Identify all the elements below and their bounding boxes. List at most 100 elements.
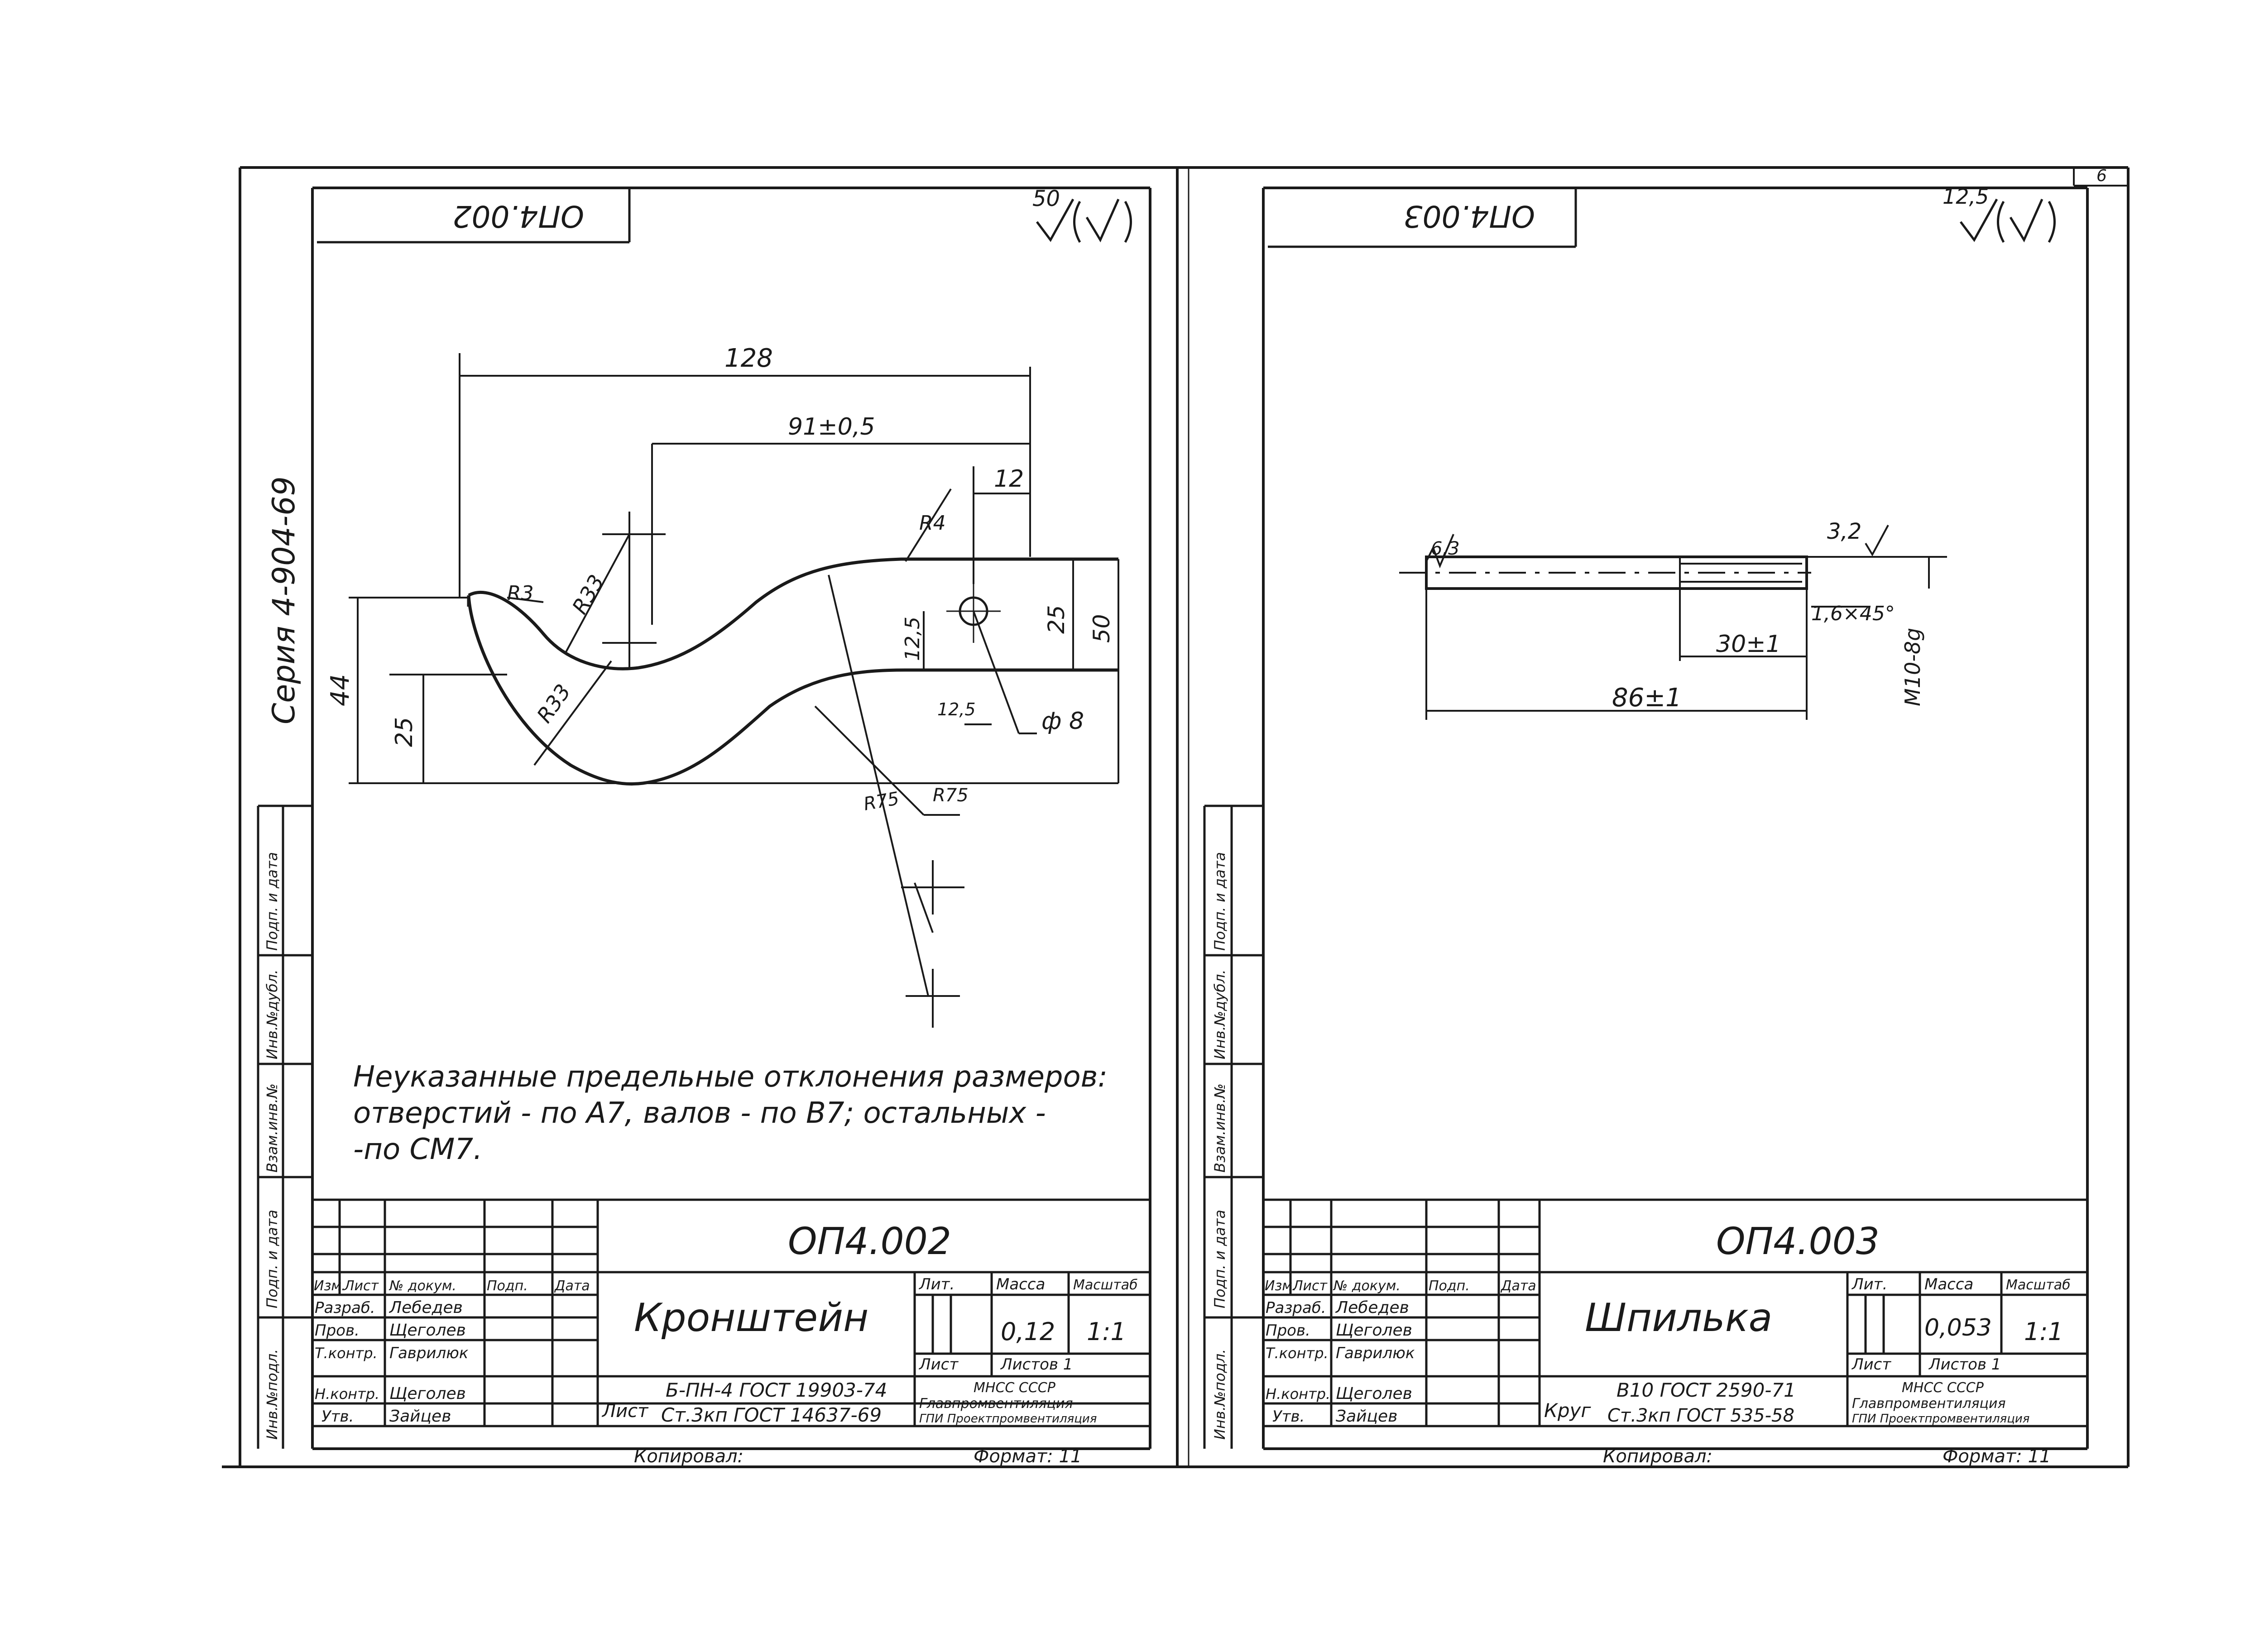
right-tb-name-razrab: Лебедев	[1335, 1298, 1409, 1317]
right-tb-sheet: Лист	[1851, 1355, 1891, 1374]
left-tb-material-line1: Б-ПН-4 ГОСТ 19903-74	[666, 1379, 887, 1401]
left-tb-role-tkontr: Т.контр.	[315, 1345, 378, 1362]
left-inner-frame	[311, 187, 1151, 1450]
tolerance-note-line1: Неуказанные предельные отклонения размер…	[353, 1060, 1108, 1094]
right-format: Формат: 11	[1943, 1446, 2051, 1467]
right-inner-frame	[1262, 187, 2089, 1450]
right-tb-mass: 0,053	[1924, 1314, 1992, 1341]
right-tb-material-prefix: Круг	[1544, 1399, 1591, 1422]
dim-r33-bottom: R33	[532, 680, 576, 727]
dim-r75-b: R75	[933, 785, 969, 806]
right-tb-role-razrab: Разраб.	[1266, 1299, 1326, 1317]
right-code-box	[1268, 188, 1577, 248]
right-tb-name-tkontr: Гаврилюк	[1336, 1344, 1415, 1362]
dim-phi8: ф 8	[1041, 708, 1084, 735]
left-tb-material-line2: Ст.3кп ГОСТ 14637-69	[661, 1404, 882, 1426]
dim-128: 128	[724, 344, 773, 373]
tolerance-note-line3: -по СМ7.	[353, 1133, 482, 1166]
right-tb-org-line3: ГПИ Проектпромвентиляция	[1852, 1412, 2029, 1426]
right-copied: Копировал:	[1603, 1446, 1712, 1467]
dim-r33-top: R33	[567, 570, 609, 618]
right-tb-col-list: Лист	[1292, 1278, 1328, 1294]
dim-91: 91±0,5	[788, 413, 875, 441]
left-tb-col-doc: № докум.	[389, 1278, 456, 1294]
right-tb-role-nkontr: Н.контр.	[1266, 1385, 1330, 1403]
dim-25-right: 25	[1043, 605, 1070, 634]
right-tb-material-line2: Ст.3кп ГОСТ 535-58	[1607, 1405, 1794, 1426]
left-tb-col-izm: Изм.	[314, 1278, 346, 1294]
left-tb-mass-header: Масса	[996, 1275, 1045, 1293]
right-tb-org-line2: Главпромвентиляция	[1852, 1396, 2006, 1412]
right-tb-material-line1: В10 ГОСТ 2590-71	[1616, 1379, 1796, 1401]
right-tb-name-prov: Щеголев	[1336, 1321, 1412, 1340]
left-format: Формат: 11	[974, 1446, 1082, 1467]
dim-r75-a: R75	[862, 788, 901, 815]
left-tb-sheets: Листов 1	[1000, 1355, 1073, 1374]
right-tb-col-doc: № докум.	[1333, 1278, 1401, 1294]
right-rotated-code: ОП4.003	[1403, 199, 1535, 234]
left-tb-sheet: Лист	[918, 1355, 959, 1374]
right-side-stamps	[1203, 804, 1263, 1449]
left-tb-name-nkontr: Щеголев	[389, 1384, 466, 1403]
dim-86: 86±1	[1612, 683, 1682, 713]
left-stamp-3: Взам.инв.№	[264, 1083, 281, 1173]
dim-30: 30±1	[1716, 631, 1781, 658]
left-roughness-icon	[1036, 198, 1132, 243]
outer-frame	[222, 166, 2130, 1468]
sheet-number: 6	[2096, 167, 2107, 185]
left-stamp-4: Инв.№дубл.	[264, 969, 281, 1059]
right-tb-col-date: Дата	[1500, 1278, 1536, 1294]
right-stamp-5: Подп. и дата	[1211, 852, 1228, 951]
right-tb-scale-header: Масштаб	[2006, 1277, 2071, 1293]
right-tb-role-utv: Утв.	[1272, 1408, 1305, 1426]
right-tb-org-line1: МНСС СССР	[1902, 1380, 1984, 1396]
right-roughness-icon	[1960, 198, 2056, 243]
left-tb-code: ОП4.002	[788, 1220, 951, 1263]
right-tb-lit: Лит.	[1851, 1275, 1887, 1293]
right-stamp-3: Взам.инв.№	[1211, 1083, 1228, 1173]
right-tb-name-nkontr: Щеголев	[1336, 1384, 1412, 1403]
left-tb-title: Кронштейн	[634, 1295, 868, 1341]
left-tb-material-prefix: Лист	[601, 1401, 649, 1422]
left-tb-name-utv: Зайцев	[389, 1407, 451, 1426]
right-stamp-4: Инв.№дубл.	[1211, 969, 1228, 1059]
right-tb-scale: 1:1	[2024, 1317, 2063, 1346]
right-tb-role-prov: Пров.	[1266, 1322, 1310, 1340]
left-code-box	[317, 188, 631, 244]
series-label: Серия 4-904-69	[266, 476, 302, 724]
right-tb-title: Шпилька	[1585, 1295, 1772, 1341]
dim-25-left: 25	[391, 717, 418, 747]
left-tb-col-sign: Подп.	[487, 1278, 528, 1294]
left-rotated-code: ОП4.002	[452, 199, 584, 234]
right-tb-sheets: Листов 1	[1928, 1355, 2001, 1374]
left-tb-org-line1: МНСС СССР	[974, 1380, 1056, 1396]
left-copied: Копировал:	[634, 1446, 743, 1467]
dim-50: 50	[1089, 614, 1115, 643]
tolerance-note-line2: отверстий - по А7, валов - по В7; осталь…	[353, 1097, 1046, 1130]
dim-r4: R4	[919, 512, 946, 535]
left-tb-col-list: Лист	[344, 1278, 379, 1294]
left-tb-scale: 1:1	[1087, 1317, 1126, 1346]
left-tb-role-nkontr: Н.контр.	[315, 1385, 379, 1403]
dim-12-5-vertical: 12,5	[901, 617, 924, 661]
right-roughness-value: 12,5	[1943, 184, 1989, 209]
left-tb-role-razrab: Разраб.	[315, 1299, 375, 1317]
right-stamp-1: Инв.№подл.	[1211, 1349, 1228, 1440]
left-tb-role-utv: Утв.	[321, 1408, 354, 1426]
left-tb-name-razrab: Лебедев	[389, 1298, 463, 1317]
left-tb-scale-header: Масштаб	[1073, 1277, 1138, 1293]
left-tb-lit: Лит.	[918, 1275, 955, 1293]
stud-details	[1399, 525, 1947, 720]
left-tb-org-line2: Главпромвентиляция	[919, 1396, 1073, 1412]
dim-3-2: 3,2	[1827, 519, 1861, 544]
left-stamp-2: Подп. и дата	[264, 1210, 281, 1308]
stud-end-mark: 6,3	[1431, 538, 1460, 559]
left-dimension-lines	[349, 353, 1119, 1028]
left-tb-mass: 0,12	[1001, 1317, 1055, 1346]
left-tb-org-line3: ГПИ Проектпромвентиляция	[919, 1412, 1097, 1426]
right-stamp-2: Подп. и дата	[1211, 1210, 1228, 1308]
right-tb-code: ОП4.003	[1716, 1220, 1880, 1263]
left-tb-col-date: Дата	[554, 1278, 590, 1294]
left-roughness-value: 50	[1032, 186, 1060, 211]
